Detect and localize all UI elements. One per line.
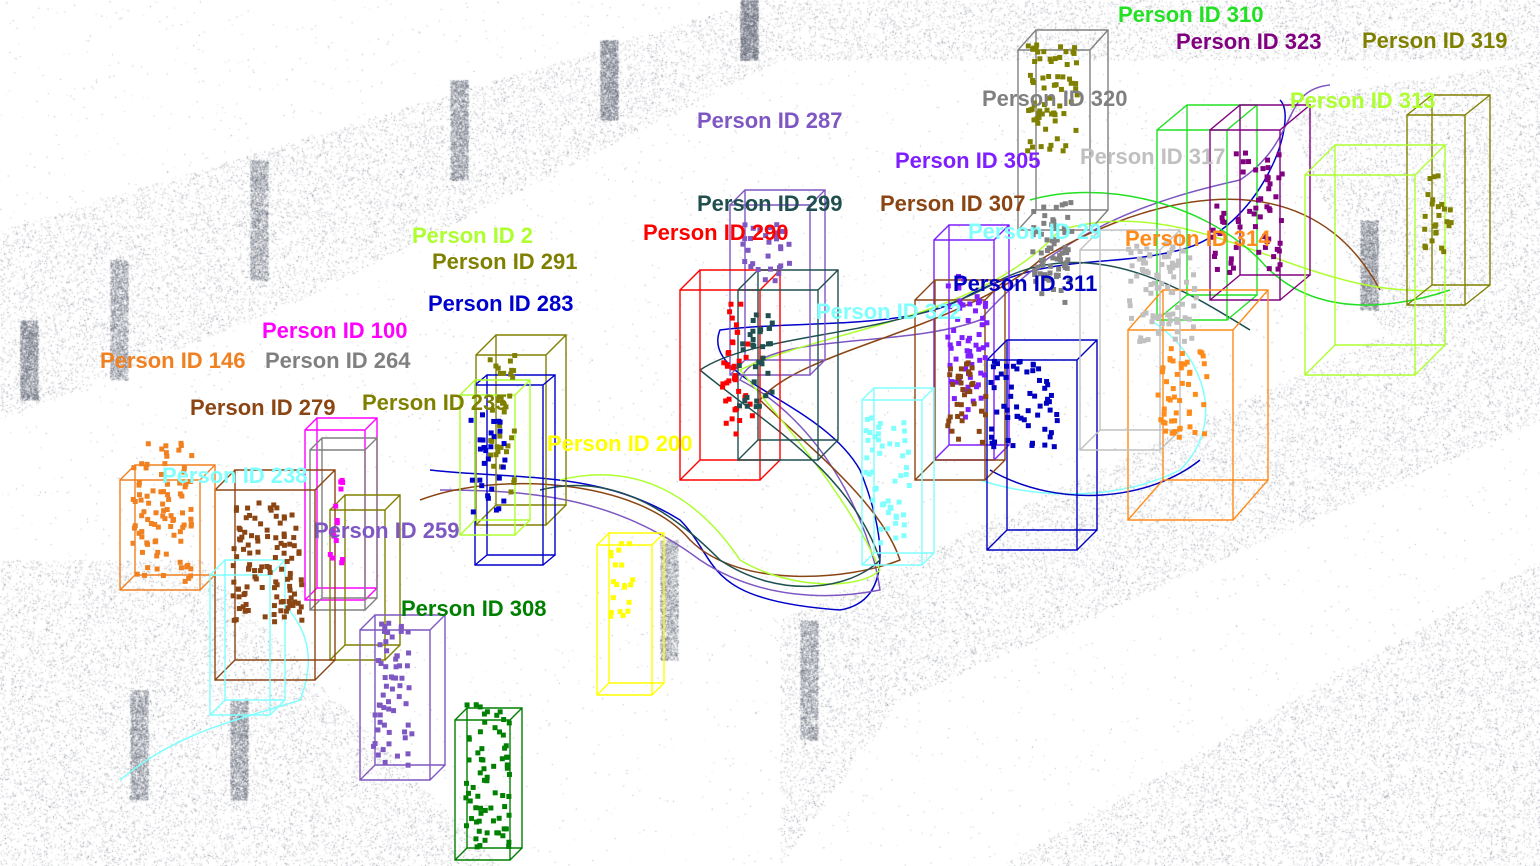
person-label-283: Person ID 283 xyxy=(428,291,574,316)
bounding-box xyxy=(986,339,1098,551)
person-label-290: Person ID 290 xyxy=(643,220,789,245)
person-label-200: Person ID 200 xyxy=(547,431,693,456)
person-label-100: Person ID 100 xyxy=(262,318,408,343)
bounding-box xyxy=(737,269,839,461)
person-points xyxy=(230,500,305,625)
person-label-238: Person ID 238 xyxy=(162,463,308,488)
person-points xyxy=(487,353,518,495)
person-points xyxy=(130,440,195,584)
person-points xyxy=(1030,200,1075,305)
trajectory xyxy=(979,319,1207,495)
bounding-box xyxy=(309,437,378,611)
bounding-box xyxy=(1304,144,1446,376)
person-label-322: Person ID 322 xyxy=(816,299,962,324)
bounding-box xyxy=(729,189,826,376)
trajectory xyxy=(1029,191,1451,306)
bounding-box xyxy=(1156,104,1258,321)
trajectory xyxy=(119,599,309,781)
person-points xyxy=(468,412,508,515)
person-points xyxy=(1155,346,1210,440)
person-label-259: Person ID 259 xyxy=(314,518,460,543)
person-points xyxy=(1422,173,1454,255)
bounding-box xyxy=(454,707,523,861)
person-points xyxy=(1210,150,1285,275)
person-points xyxy=(608,541,636,619)
person-label-311: Person ID 311 xyxy=(953,271,1098,296)
person-points xyxy=(463,702,512,850)
bounding-box xyxy=(1017,29,1109,231)
bounding-box xyxy=(209,559,286,716)
person-label-279: Person ID 279 xyxy=(190,395,336,420)
bounding-box xyxy=(933,224,1010,461)
person-points xyxy=(327,477,346,566)
person-label-317: Person ID 317 xyxy=(1080,144,1226,169)
person-label-310: Person ID 310 xyxy=(1118,2,1264,27)
bounding-box xyxy=(214,469,336,681)
trajectory xyxy=(419,198,1381,578)
person-label-314: Person ID 314 xyxy=(1125,226,1271,251)
trajectory xyxy=(559,220,1441,585)
person-label-146: Person ID 146 xyxy=(100,348,246,373)
person-points xyxy=(1025,42,1080,154)
bounding-box xyxy=(914,279,1006,481)
person-label-2xx: Person ID 2 xyxy=(412,223,534,248)
person-points xyxy=(1126,241,1199,344)
person-label-323: Person ID 323 xyxy=(1176,29,1322,54)
person-points xyxy=(371,620,415,768)
person-points xyxy=(720,301,755,437)
person-points xyxy=(863,415,912,546)
person-points xyxy=(945,360,989,445)
trajectory xyxy=(539,261,1251,587)
person-label-291: Person ID 291 xyxy=(432,249,578,274)
bounding-box xyxy=(329,494,401,661)
bounding-box xyxy=(304,417,378,601)
person-label-319: Person ID 319 xyxy=(1362,28,1508,53)
bounding-box xyxy=(359,614,446,781)
bounding-box xyxy=(475,334,567,526)
bounding-box xyxy=(596,532,665,696)
bounding-box xyxy=(1406,94,1491,306)
person-label-29x: Person ID 29 xyxy=(968,219,1102,244)
person-label-313: Person ID 313 xyxy=(1290,88,1436,113)
person-label-307: Person ID 307 xyxy=(880,191,1026,216)
bounding-box xyxy=(1127,289,1269,521)
person-label-305: Person ID 305 xyxy=(895,148,1041,173)
bounding-box xyxy=(1209,104,1311,301)
person-label-287: Person ID 287 xyxy=(697,108,843,133)
person-label-299: Person ID 299 xyxy=(697,191,843,216)
person-label-320: Person ID 320 xyxy=(982,86,1128,111)
person-label-308: Person ID 308 xyxy=(401,596,547,621)
person-points xyxy=(736,312,775,410)
person-points xyxy=(945,273,990,420)
bounding-box xyxy=(861,387,935,566)
person-label-264: Person ID 264 xyxy=(265,348,411,373)
bounding-box xyxy=(459,379,531,536)
person-points xyxy=(740,222,792,284)
trajectory xyxy=(439,84,1331,597)
trajectory xyxy=(989,459,1201,497)
person-points xyxy=(988,358,1060,450)
person-label-235: Person ID 235 xyxy=(362,390,508,415)
